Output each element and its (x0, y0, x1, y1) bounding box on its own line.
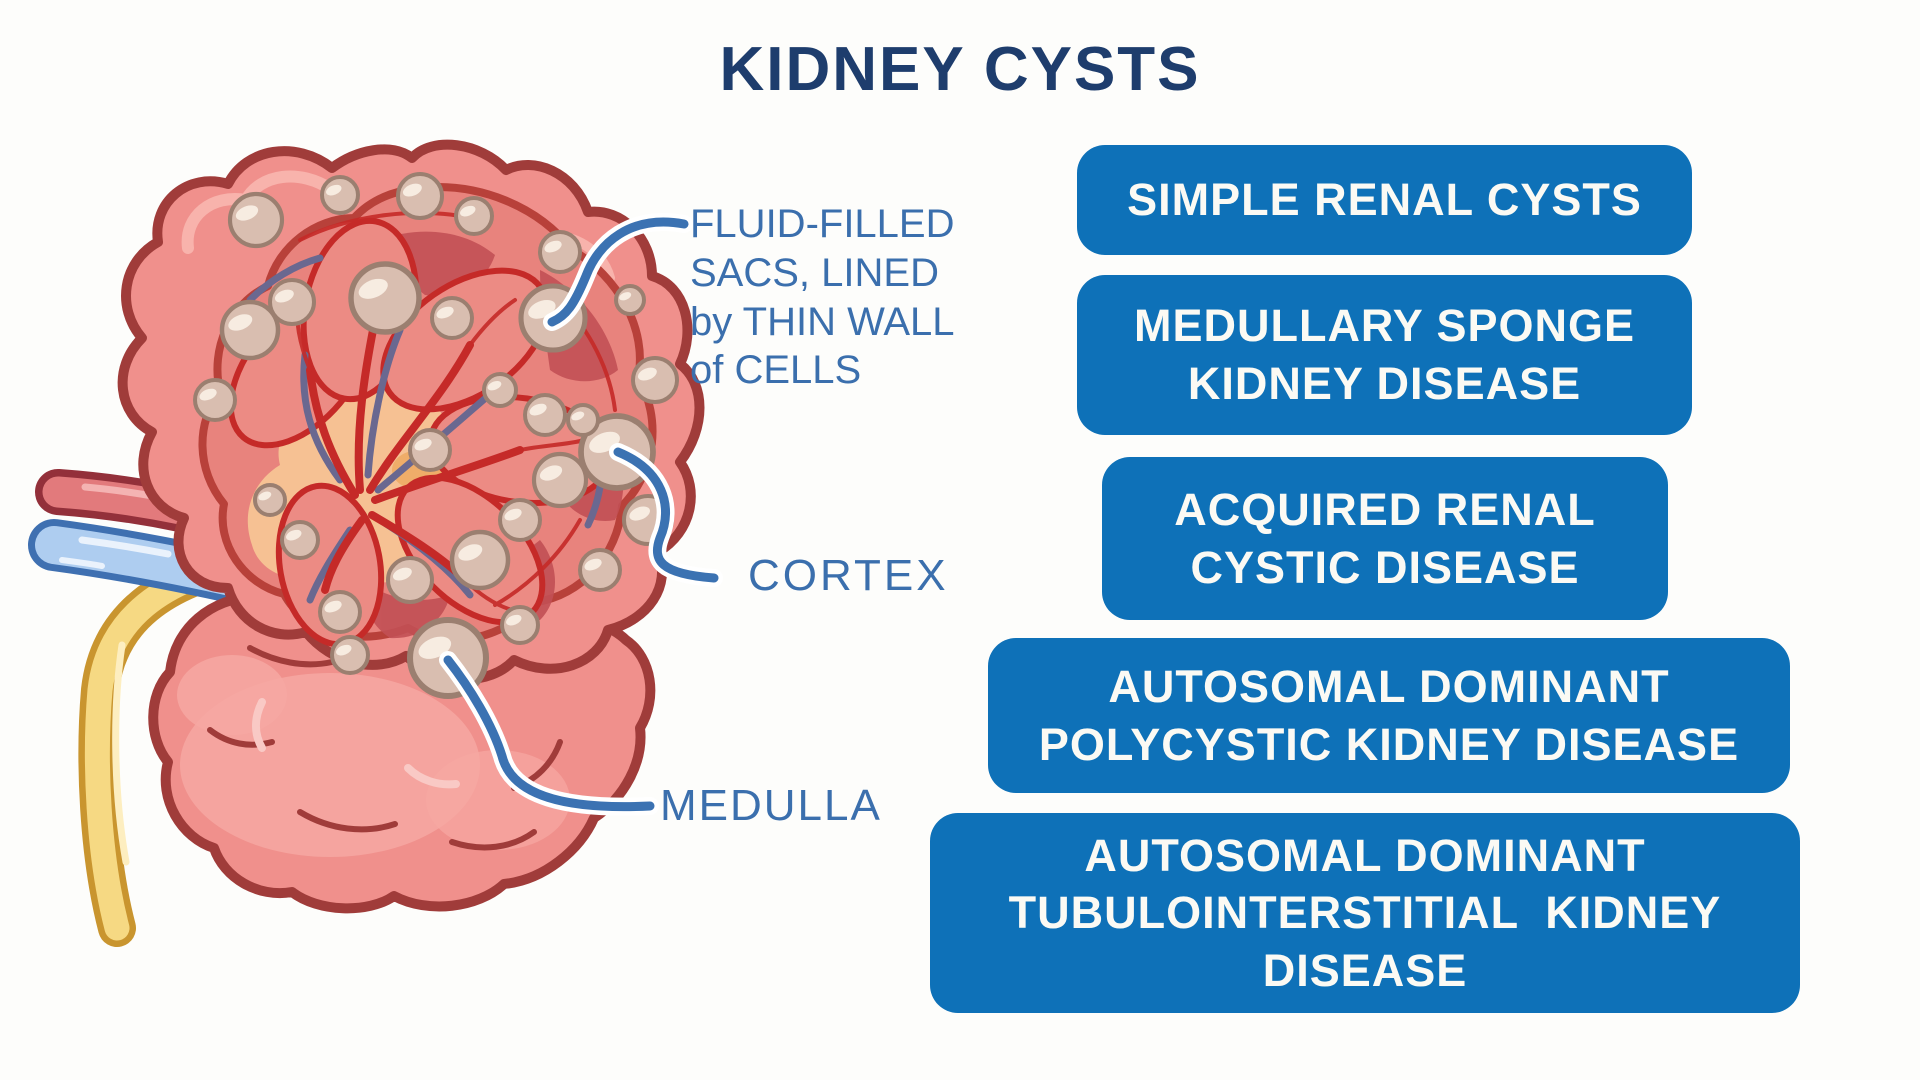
cyst (408, 428, 452, 472)
cyst (330, 635, 370, 675)
cyst-highlight (584, 558, 602, 571)
cyst (614, 284, 646, 316)
cyst (566, 403, 600, 437)
cyst-highlight (458, 544, 483, 561)
cyst (531, 451, 589, 509)
cyst-highlight (460, 205, 476, 217)
medulla-label: MEDULLA (660, 781, 882, 830)
cyst-type-adtkd: AUTOSOMAL DOMINANT TUBULOINTERSTITIAL KI… (930, 813, 1800, 1013)
cyst-highlight (414, 438, 432, 451)
cyst (268, 278, 316, 326)
cyst (253, 483, 287, 517)
renal-arteries-internal (295, 211, 617, 612)
cyst-highlight (324, 600, 342, 613)
cyst-highlight (629, 506, 650, 521)
cortex-label: CORTEX (748, 551, 949, 600)
cyst (538, 230, 582, 274)
cyst-highlight (544, 240, 562, 253)
cyst (449, 529, 511, 591)
cyst-type-simple-renal-cysts: SIMPLE RENAL CYSTS (1077, 145, 1692, 255)
cyst (396, 172, 444, 220)
cyst-highlight (504, 508, 522, 521)
cyst-highlight (199, 388, 217, 401)
page-title: KIDNEY CYSTS (719, 35, 1201, 104)
cyst-type-label: MEDULLARY SPONGE KIDNEY DISEASE (1133, 300, 1636, 409)
fluid-filled-cysts (193, 172, 679, 700)
cyst-highlight (506, 614, 522, 626)
cyst (482, 372, 518, 408)
cyst-highlight (539, 465, 563, 481)
cyst (320, 175, 360, 215)
kidney-cut-surface (193, 172, 679, 700)
cyst-type-label: SIMPLE RENAL CYSTS (1127, 174, 1642, 226)
cyst-type-adpkd: AUTOSOMAL DOMINANT POLYCYSTIC KIDNEY DIS… (988, 638, 1790, 793)
cyst-highlight (637, 367, 657, 381)
cyst (386, 556, 434, 604)
cyst-type-label: AUTOSOMAL DOMINANT POLYCYSTIC KIDNEY DIS… (1038, 660, 1740, 770)
cyst-highlight (336, 644, 352, 656)
fluid-sacs-leader-line (547, 217, 689, 327)
cyst (348, 261, 422, 335)
cyst (219, 299, 281, 361)
cortex-leader-line (613, 447, 719, 583)
cyst-highlight (258, 491, 272, 501)
cyst (498, 498, 542, 542)
fluid-filled-sacs-label: FLUID-FILLED SACS, LINED by THIN WALL of… (690, 202, 955, 393)
cyst (227, 191, 285, 249)
cyst-type-label: ACQUIRED RENAL CYSTIC DISEASE (1174, 483, 1596, 593)
cyst-highlight (487, 380, 502, 391)
cyst-type-acquired-renal-cystic-disease: ACQUIRED RENAL CYSTIC DISEASE (1102, 457, 1668, 620)
cyst-highlight (529, 403, 547, 416)
cyst-highlight (228, 314, 253, 331)
cyst (631, 356, 679, 404)
cyst-highlight (358, 278, 388, 299)
cyst-highlight (235, 205, 259, 221)
cyst (430, 296, 474, 340)
cyst-highlight (571, 411, 585, 421)
cyst-highlight (402, 183, 422, 197)
cyst (454, 196, 494, 236)
cyst (523, 393, 567, 437)
cyst (193, 378, 237, 422)
cyst (280, 520, 320, 560)
cyst-type-medullary-sponge-kidney-disease: MEDULLARY SPONGE KIDNEY DISEASE (1077, 275, 1692, 435)
cyst-highlight (436, 306, 454, 319)
cyst (578, 548, 622, 592)
cyst-type-label: AUTOSOMAL DOMINANT TUBULOINTERSTITIAL KI… (1008, 829, 1722, 996)
cyst (318, 590, 362, 634)
cyst-highlight (619, 292, 632, 301)
cyst-highlight (274, 289, 294, 303)
cyst-highlight (326, 184, 342, 196)
cyst (500, 605, 540, 645)
cyst-highlight (286, 529, 302, 541)
cyst-highlight (392, 567, 412, 581)
medulla-leader-line (443, 655, 655, 812)
leader-lines (439, 213, 723, 816)
